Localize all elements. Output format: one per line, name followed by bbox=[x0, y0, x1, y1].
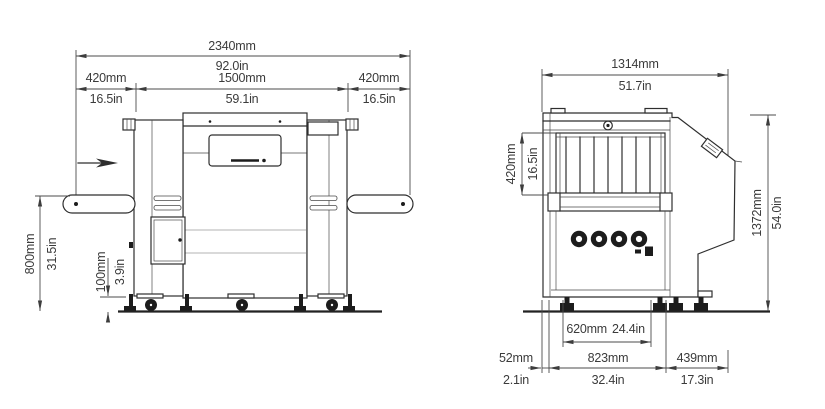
end-lower-panel bbox=[551, 211, 670, 291]
hinge bbox=[129, 242, 133, 248]
dim-label-body-length-mm: 1500mm bbox=[218, 71, 265, 85]
roller-knob bbox=[630, 230, 648, 248]
dim-label-side-clearance-in: 2.1in bbox=[503, 373, 529, 387]
side-view: 2340mm 92.0in 420mm 16.5in 1500mm 59.1in… bbox=[23, 39, 414, 323]
end-machine bbox=[523, 107, 770, 313]
dim-ground-clearance: 100mm 3.9in bbox=[94, 252, 127, 323]
roller-knob bbox=[590, 230, 608, 248]
top-tab bbox=[550, 107, 566, 114]
socket bbox=[645, 246, 653, 256]
dim-overall-height: 1372mm 54.0in bbox=[750, 114, 784, 312]
leveling-foot bbox=[653, 297, 667, 311]
dim-foot-spacing: 620mm 24.4in bbox=[562, 300, 652, 347]
dim-label-overall-length-mm: 2340mm bbox=[208, 39, 255, 53]
dim-label-tunnel-height-mm: 420mm bbox=[504, 144, 518, 185]
leveling-foot bbox=[294, 294, 306, 311]
roller-axle bbox=[74, 202, 78, 206]
caster bbox=[227, 293, 255, 311]
dim-label-infeed-mm: 420mm bbox=[86, 71, 127, 85]
control-box bbox=[307, 121, 339, 136]
dim-label-outfeed-in: 16.5in bbox=[363, 92, 396, 106]
roller-knob bbox=[610, 230, 628, 248]
tunnel-opening bbox=[555, 132, 666, 196]
leveling-foot bbox=[180, 294, 192, 311]
corner-bolt-right bbox=[345, 118, 359, 131]
dim-label-belt-height-in: 31.5in bbox=[45, 237, 59, 270]
lead-curtain-strips bbox=[565, 136, 651, 194]
caster bbox=[136, 293, 164, 311]
dim-label-tunnel-height-in: 16.5in bbox=[526, 147, 540, 180]
end-feet bbox=[560, 297, 708, 311]
dim-label-console-overhang-in: 17.3in bbox=[681, 373, 714, 387]
side-left-column bbox=[129, 119, 186, 297]
dim-label-foot-spacing-mm: 620mm bbox=[566, 322, 607, 336]
roller-knob bbox=[570, 230, 588, 248]
dim-label-infeed-in: 16.5in bbox=[90, 92, 123, 106]
vent-slot bbox=[309, 195, 338, 201]
caster bbox=[317, 293, 345, 311]
door-handle bbox=[178, 238, 182, 242]
dim-label-body-length-in: 59.1in bbox=[226, 92, 259, 106]
base-extension bbox=[697, 290, 713, 298]
flow-direction-arrow-icon bbox=[77, 158, 118, 168]
dim-label-overall-height-mm: 1372mm bbox=[750, 189, 764, 236]
dim-belt-height: 800mm 31.5in bbox=[23, 195, 70, 312]
leveling-foot bbox=[694, 297, 708, 311]
dim-label-outfeed-mm: 420mm bbox=[359, 71, 400, 85]
console-display bbox=[700, 137, 724, 159]
side-casters bbox=[124, 293, 355, 311]
leveling-foot bbox=[124, 294, 136, 311]
fastener-dot bbox=[278, 120, 282, 123]
top-tab bbox=[644, 107, 668, 114]
dim-label-console-overhang-mm: 439mm bbox=[677, 351, 718, 365]
dim-label-clearance-mm: 100mm bbox=[94, 252, 108, 293]
side-recessed-panel bbox=[208, 134, 282, 167]
dim-label-overall-width-mm: 1314mm bbox=[611, 57, 658, 71]
corner-bolt-left bbox=[122, 118, 136, 131]
dim-label-overall-width-in: 51.7in bbox=[619, 79, 652, 93]
dim-tunnel-height: 420mm 16.5in bbox=[504, 132, 556, 196]
dim-label-side-clearance-mm: 52mm bbox=[499, 351, 533, 365]
vent-slot bbox=[309, 205, 338, 211]
leveling-foot bbox=[343, 294, 355, 311]
vent-slot bbox=[153, 195, 182, 201]
end-conveyor-bar bbox=[547, 192, 673, 212]
dim-overall-width: 1314mm 51.7in bbox=[541, 57, 729, 159]
dim-label-base-width-in: 32.4in bbox=[592, 373, 625, 387]
side-machine bbox=[62, 112, 414, 313]
dim-label-overall-height-in: 54.0in bbox=[770, 196, 784, 229]
dim-label-foot-spacing-in: 24.4in bbox=[612, 322, 645, 336]
dim-overall-length: 2340mm 92.0in bbox=[75, 39, 411, 195]
outfeed-conveyor bbox=[346, 194, 414, 214]
infeed-conveyor bbox=[62, 194, 136, 214]
leveling-foot bbox=[669, 297, 683, 311]
side-right-column bbox=[306, 119, 348, 297]
dim-label-belt-height-mm: 800mm bbox=[23, 234, 37, 275]
dim-label-overall-length-in: 92.0in bbox=[216, 59, 249, 73]
fastener-dot bbox=[208, 120, 212, 123]
dim-base-row: 52mm 2.1in 823mm 32.4in 439mm 17.3in bbox=[499, 300, 729, 387]
leveling-foot bbox=[560, 297, 574, 311]
roller-axle bbox=[401, 202, 405, 206]
dim-label-base-width-mm: 823mm bbox=[588, 351, 629, 365]
vent-slot bbox=[153, 205, 182, 211]
dim-label-clearance-in: 3.9in bbox=[113, 259, 127, 285]
dim-length-segments: 420mm 16.5in 1500mm 59.1in 420mm 16.5in bbox=[76, 71, 411, 112]
switch bbox=[635, 249, 641, 254]
end-view: 1314mm 51.7in bbox=[499, 57, 784, 387]
